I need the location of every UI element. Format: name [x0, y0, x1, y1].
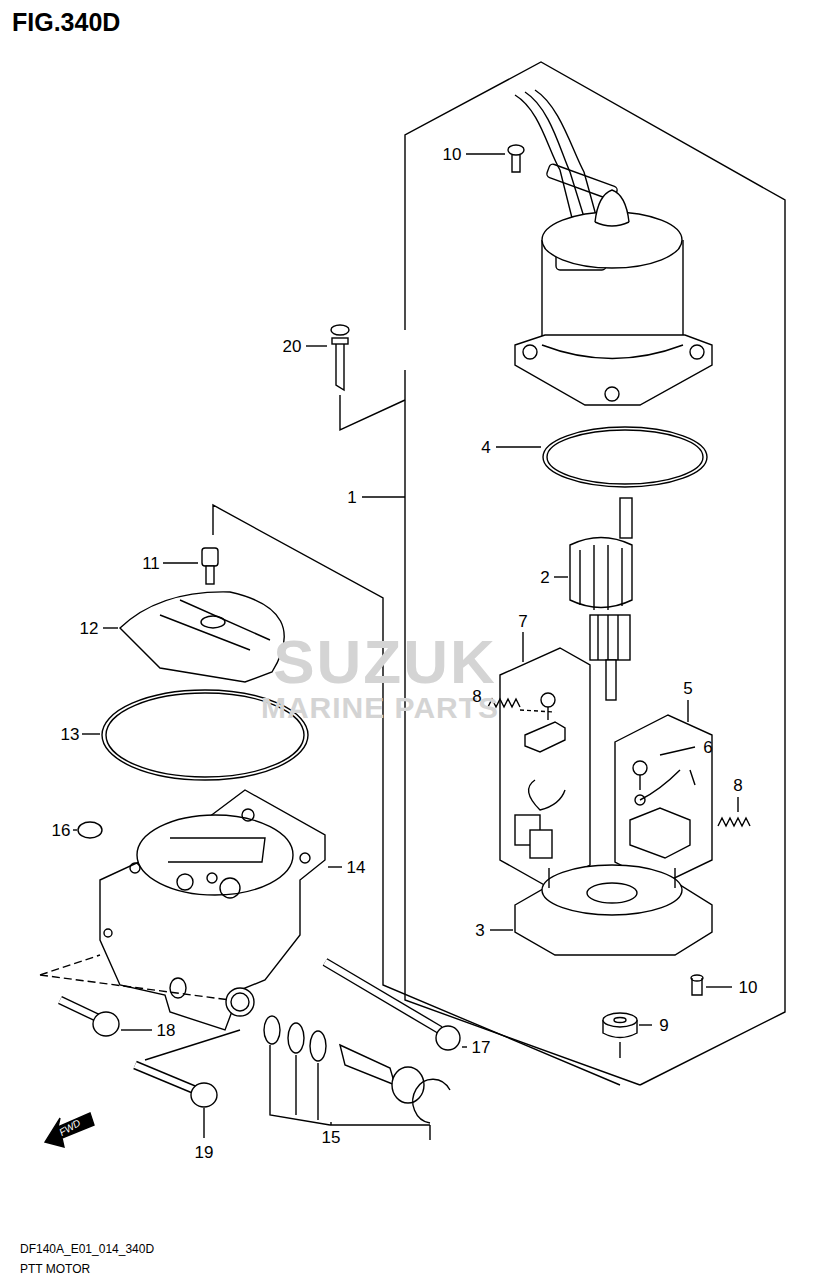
- figure-title: FIG.340D: [12, 10, 120, 35]
- callout-number: 19: [195, 1144, 214, 1161]
- callout-number: 8: [472, 688, 481, 705]
- callout-number: 15: [322, 1129, 341, 1146]
- callout-number: 20: [283, 338, 302, 355]
- callout-number: 9: [659, 1017, 668, 1034]
- callout-number: 11: [142, 555, 160, 572]
- callout-number: 18: [157, 1022, 176, 1039]
- callout-number: 16: [52, 822, 71, 839]
- callout-number: 7: [518, 613, 527, 630]
- callout-number: 8: [733, 777, 742, 794]
- callout-number: 4: [481, 439, 490, 456]
- callout-number: 17: [472, 1039, 491, 1056]
- callout-number: 1: [347, 489, 356, 506]
- watermark: SUZUK: [273, 631, 497, 693]
- watermark: MARINE PARTS: [261, 693, 499, 723]
- callout-number: 10: [739, 979, 758, 996]
- callout-number: 6: [703, 739, 712, 756]
- callout-number: 5: [683, 680, 692, 697]
- callout-number: 13: [61, 726, 80, 743]
- callout-number: 12: [80, 620, 99, 637]
- callout-number: 14: [347, 859, 366, 876]
- callout-number: 10: [443, 146, 462, 163]
- callout-number: 3: [475, 922, 484, 939]
- drawing-code: DF140A_E01_014_340D: [20, 1243, 154, 1255]
- figure-caption: PTT MOTOR: [20, 1263, 90, 1275]
- callout-number: 2: [540, 569, 549, 586]
